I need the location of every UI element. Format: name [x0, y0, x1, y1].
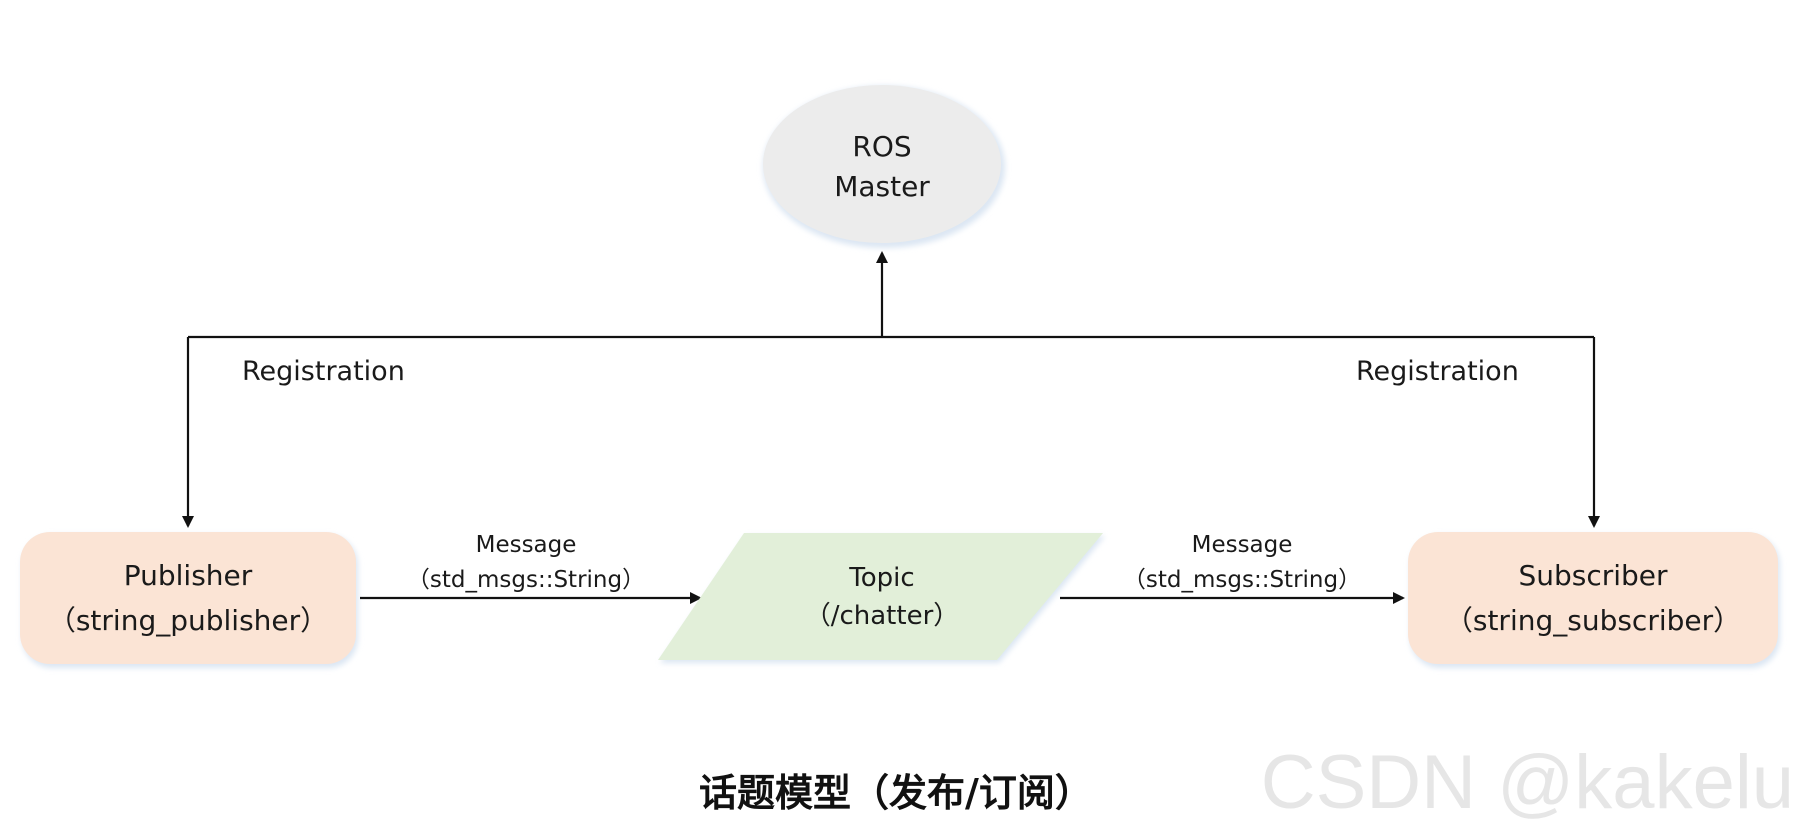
publisher-node: Publisher （string_publisher） [20, 532, 358, 668]
ros-master-label-line2: Master [834, 170, 930, 203]
publisher-registration-label: Registration [242, 356, 405, 387]
subscriber-label-line1: Subscriber [1518, 559, 1668, 592]
topic-label-line2: （/chatter） [805, 601, 960, 631]
subscriber-shape [1408, 532, 1778, 664]
topic-label-line1: Topic [848, 563, 914, 593]
publisher-shape [20, 532, 356, 664]
topic-shape [658, 533, 1103, 660]
subscriber-node: Subscriber （string_subscriber） [1408, 532, 1780, 668]
subscriber-label-line2: （string_subscriber） [1445, 604, 1741, 637]
subscriber-registration-label: Registration [1356, 356, 1519, 387]
publisher-label-line2: （string_publisher） [48, 604, 328, 637]
csdn-watermark: CSDN @kakelu [1261, 740, 1794, 825]
publisher-message-label-line1: Message [476, 532, 577, 558]
ros-master-label-line1: ROS [852, 130, 911, 163]
ros-master-shape [763, 85, 1001, 243]
diagram-caption: 话题模型（发布/订阅） [699, 771, 1093, 815]
registration-connectors [182, 251, 1600, 528]
publisher-message-type-label: （std_msgs::String） [407, 567, 645, 593]
topic-node: Topic （/chatter） [658, 533, 1105, 663]
ros-master-node: ROS Master [763, 85, 1005, 248]
subscriber-message-label-line1: Message [1192, 532, 1293, 558]
subscriber-message-type-label: （std_msgs::String） [1123, 567, 1361, 593]
publisher-label-line1: Publisher [124, 559, 253, 592]
